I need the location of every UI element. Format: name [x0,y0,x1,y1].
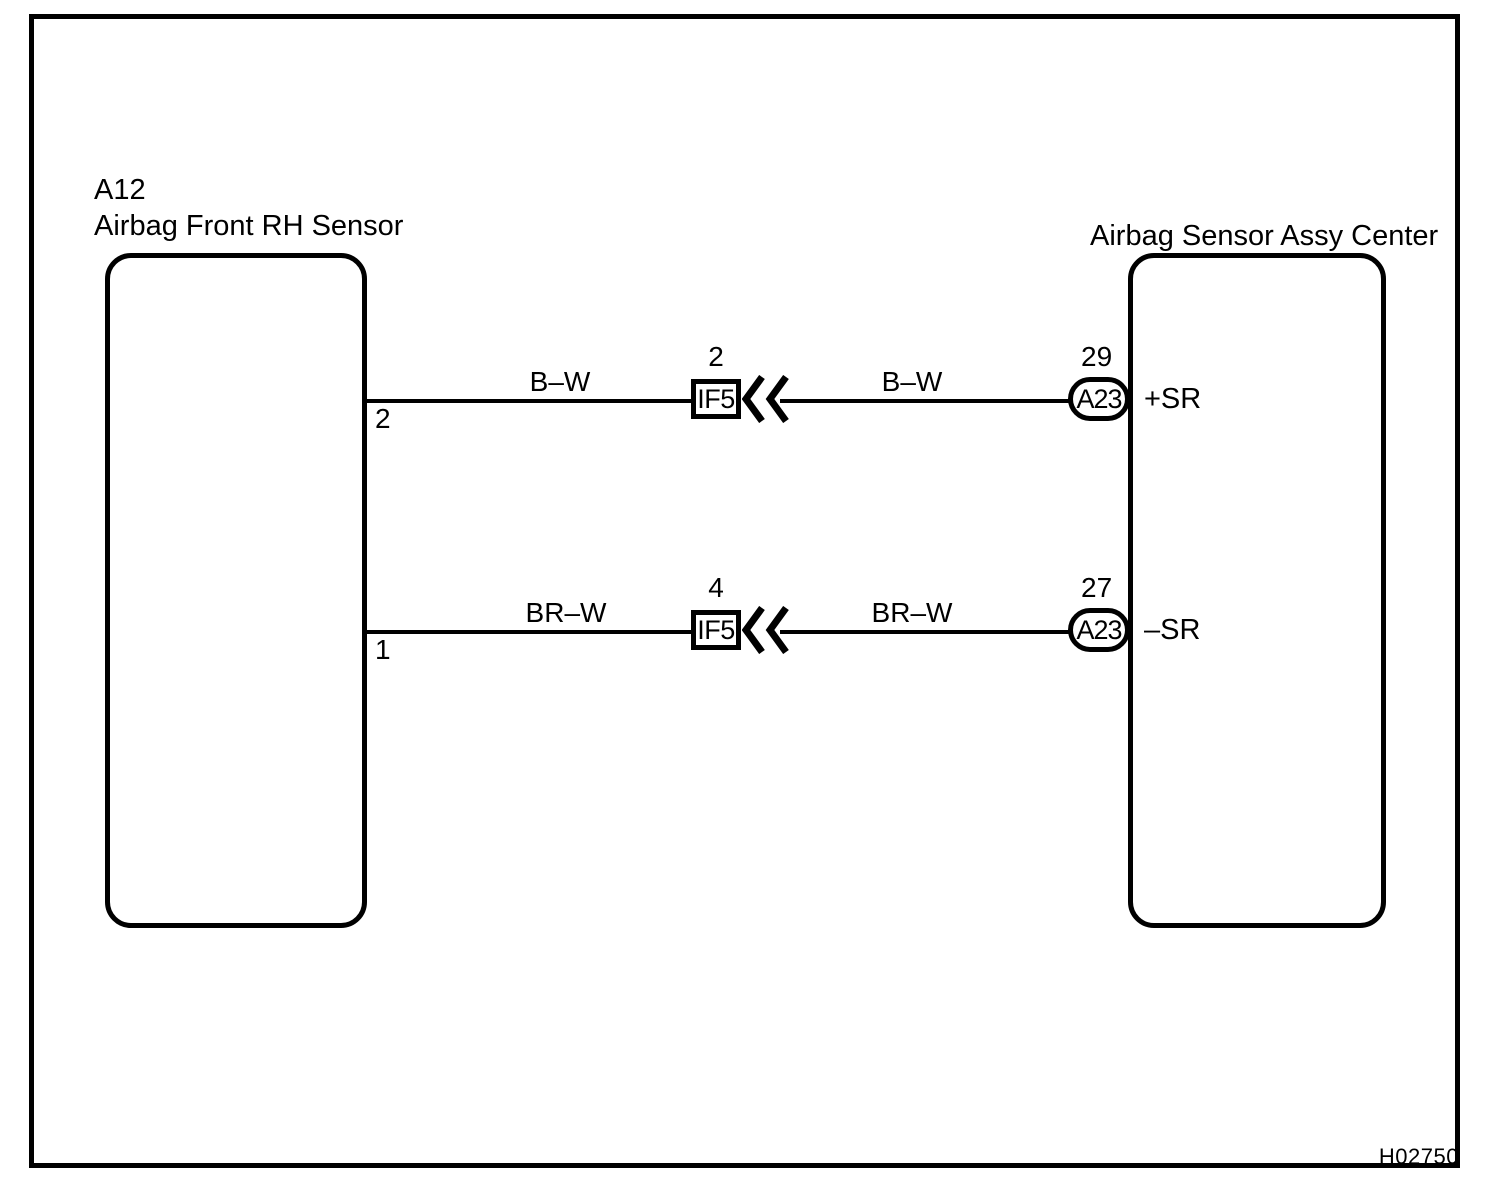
terminal-name-1: +SR [1144,383,1202,415]
component-airbag-sensor-assy-center [1128,253,1386,928]
wire-color-label-right-2: BR–W [871,597,953,628]
connector-a23-1: A23 [1068,377,1130,421]
splice-if5-2: IF5 [691,610,741,650]
left-pin-number-2: 1 [375,634,391,665]
right-pin-number-2: 27 [1081,572,1113,603]
left-component-name: Airbag Front RH Sensor [94,210,404,242]
terminal-name-2: –SR [1144,614,1201,646]
wire-color-label-right-1: B–W [881,366,943,397]
wire-segment-left-2 [365,630,691,634]
splice-number-1: 2 [708,341,724,372]
splice-if5-1: IF5 [691,379,741,419]
wire-color-label-left-1: B–W [529,366,591,397]
right-pin-number-1: 29 [1081,341,1113,372]
right-component-name: Airbag Sensor Assy Center [1090,220,1439,252]
left-component-caption: A12 Airbag Front RH Sensor [94,172,403,244]
left-component-code: A12 [94,174,146,206]
left-pin-number-1: 2 [375,403,391,434]
double-chevron-left-icon-2 [741,605,790,659]
component-airbag-front-rh-sensor [105,253,367,928]
splice-number-2: 4 [708,572,724,603]
connector-a23-2: A23 [1068,608,1130,652]
wire-segment-right-1 [780,399,1070,403]
diagram-frame [29,14,1460,1168]
wire-color-label-left-2: BR–W [525,597,607,628]
right-component-caption: Airbag Sensor Assy Center [1090,218,1438,254]
wire-segment-right-2 [780,630,1070,634]
wire-segment-left-1 [365,399,691,403]
double-chevron-left-icon-1 [741,374,790,428]
figure-id: H02750 [1378,1144,1459,1169]
